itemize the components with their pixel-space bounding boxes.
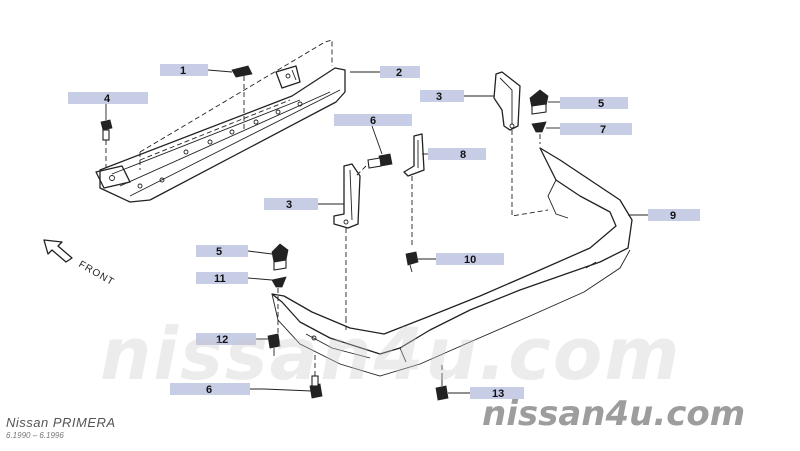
footer-model: Nissan PRIMERA — [6, 415, 116, 430]
svg-text:9: 9 — [670, 210, 676, 222]
bolt-lower — [309, 352, 323, 399]
callout-6-lower: 6 — [170, 383, 313, 396]
svg-text:8: 8 — [460, 149, 466, 161]
side-bracket-left — [333, 163, 361, 318]
svg-text:3: 3 — [436, 91, 442, 103]
svg-text:4: 4 — [104, 93, 111, 105]
callout-5-upper: 5 — [548, 97, 628, 110]
clip-part-7 — [531, 121, 547, 144]
side-bracket-right — [493, 71, 549, 217]
screw-part-12 — [267, 296, 281, 356]
bumper-fascia — [271, 147, 633, 377]
bolt-upper — [355, 153, 393, 177]
svg-text:7: 7 — [600, 124, 606, 136]
callout-6-upper: 6 — [334, 114, 412, 155]
watermark-corner: nissan4u.com — [482, 394, 746, 434]
callout-3-left: 3 — [264, 198, 344, 211]
callout-10: 10 — [418, 253, 504, 266]
callout-12: 12 — [196, 333, 268, 346]
callout-7: 7 — [546, 123, 632, 136]
callout-4: 4 — [68, 92, 148, 120]
svg-text:12: 12 — [216, 334, 228, 346]
callout-8: 8 — [422, 148, 486, 161]
svg-text:1: 1 — [180, 65, 186, 77]
bolt-part — [100, 119, 113, 168]
svg-text:5: 5 — [216, 246, 222, 258]
svg-text:11: 11 — [214, 273, 226, 285]
nut-part-upper — [529, 89, 549, 115]
svg-text:6: 6 — [370, 115, 376, 127]
svg-text:2: 2 — [396, 67, 402, 79]
small-bracket-part — [231, 65, 253, 132]
footer-dates: 6.1990 – 6.1996 — [6, 431, 64, 440]
callout-13: 13 — [448, 387, 524, 400]
svg-text:3: 3 — [286, 199, 292, 211]
callout-9: 9 — [628, 209, 700, 222]
callout-11: 11 — [196, 272, 273, 285]
svg-text:6: 6 — [206, 384, 212, 396]
bumper-reinforcement-beam — [95, 39, 346, 203]
nut-part-lower — [271, 243, 289, 271]
svg-text:5: 5 — [598, 98, 604, 110]
callout-1: 1 — [160, 64, 233, 77]
callout-3-right: 3 — [420, 90, 494, 103]
front-direction-arrow: FRONT — [43, 239, 117, 288]
bracket-part-8 — [403, 133, 425, 246]
clip-part-11 — [271, 276, 287, 296]
svg-text:10: 10 — [464, 254, 476, 266]
clip-part-13 — [435, 364, 449, 401]
watermark-center: nissan4u.com — [100, 312, 682, 396]
svg-text:13: 13 — [492, 388, 504, 400]
front-label: FRONT — [77, 259, 117, 288]
callout-2: 2 — [350, 66, 420, 79]
callout-5-lower: 5 — [196, 245, 273, 258]
clip-part-10 — [405, 251, 419, 273]
